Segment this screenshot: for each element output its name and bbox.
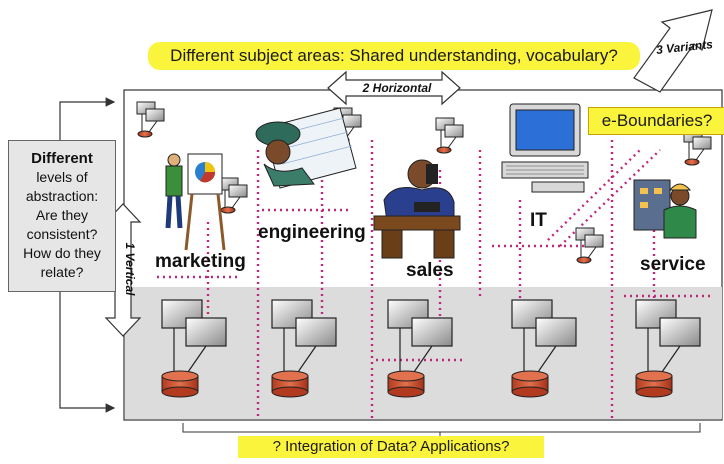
abstraction-line: Are they [35, 207, 89, 223]
subject-areas-callout: Different subject areas: Shared understa… [148, 42, 640, 70]
variants-arrow [633, 9, 713, 93]
marketing-clipart [165, 153, 226, 251]
abstraction-line: relate? [40, 264, 84, 280]
small-model-icons [136, 101, 712, 264]
bracket-arrow-top [59, 97, 116, 140]
abstraction-line: How do they [23, 245, 101, 261]
abstraction-title: Different [31, 150, 93, 167]
abstraction-line: levels of [36, 169, 88, 185]
abstraction-levels-box: Different levels of abstraction: Are the… [8, 140, 116, 292]
sales-clipart [373, 159, 461, 259]
abstraction-line: abstraction: [25, 188, 99, 204]
horizontal-arrow [327, 70, 461, 106]
large-model-icons [161, 299, 701, 398]
vertical-label: 1 Vertical [123, 242, 137, 296]
bracket-arrow-bottom [59, 290, 116, 413]
e-boundaries-callout: e-Boundaries? [588, 107, 724, 135]
dept-marketing: marketing [155, 251, 246, 272]
it-clipart [501, 103, 589, 193]
horizontal-label: 2 Horizontal [362, 81, 432, 95]
dept-sales: sales [406, 260, 454, 281]
service-clipart [633, 179, 697, 239]
integration-callout: ? Integration of Data? Applications? [238, 436, 544, 458]
abstraction-line: consistent? [26, 226, 98, 242]
dept-service: service [640, 254, 706, 275]
dept-engineering: engineering [258, 222, 366, 243]
engineering-clipart [255, 107, 357, 189]
dept-it: IT [530, 210, 547, 231]
